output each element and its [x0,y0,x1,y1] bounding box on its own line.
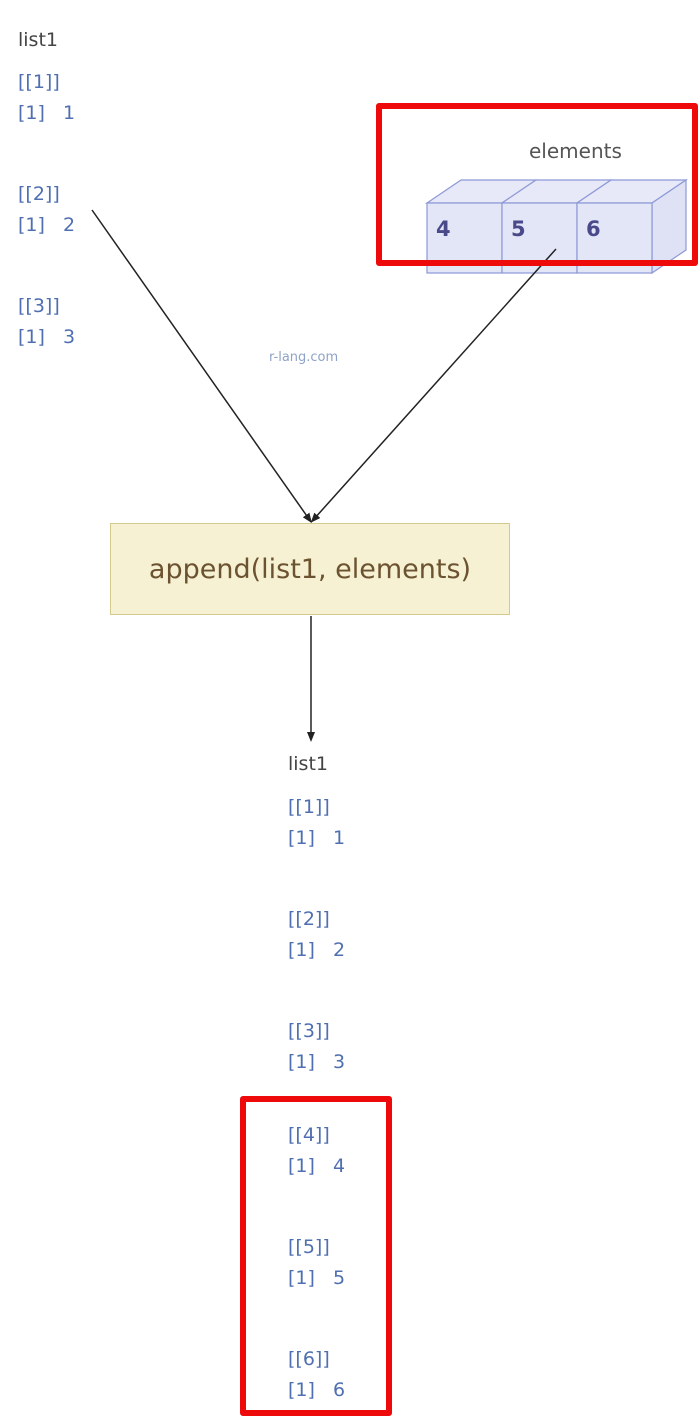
result-list-item-2-value: [1] 2 [288,939,346,961]
watermark-text: r-lang.com [269,350,339,365]
result-list-item-3-value: [1] 3 [288,1051,346,1073]
result-list-item-1-index: [[1]] [288,796,330,818]
elements-highlight-box [376,103,698,266]
arrow-list-to-append [91,209,312,524]
top-list-item-2-value: [1] 2 [18,214,76,236]
result-list-item-5-index: [[5]] [288,1236,330,1258]
result-list-item-2-index: [[2]] [288,908,330,930]
cube-cell-value-3: 6 [586,217,601,241]
result-list-item-4-index: [[4]] [288,1124,330,1146]
cube-cell-value-1: 4 [436,217,451,241]
elements-label: elements [529,139,622,163]
arrow-elements-to-append [310,248,557,523]
append-function-box: append(list1, elements) [110,523,510,615]
top-list-item-1-index: [[1]] [18,71,60,93]
result-list-item-5-value: [1] 5 [288,1267,346,1289]
cube-cell-value-2: 5 [511,217,526,241]
result-list-item-4-value: [1] 4 [288,1155,346,1177]
result-list-item-1-value: [1] 1 [288,827,346,849]
top-list-item-1-value: [1] 1 [18,102,76,124]
append-function-label: append(list1, elements) [148,553,472,585]
top-list-title: list1 [18,29,58,51]
result-list-title: list1 [288,753,328,775]
top-list-item-3-value: [1] 3 [18,326,76,348]
result-list-item-6-value: [1] 6 [288,1379,346,1401]
result-list-item-6-index: [[6]] [288,1348,330,1370]
top-list-item-2-index: [[2]] [18,183,60,205]
appended-items-highlight-box [240,1096,392,1416]
result-list-item-3-index: [[3]] [288,1020,330,1042]
top-list-item-3-index: [[3]] [18,295,60,317]
